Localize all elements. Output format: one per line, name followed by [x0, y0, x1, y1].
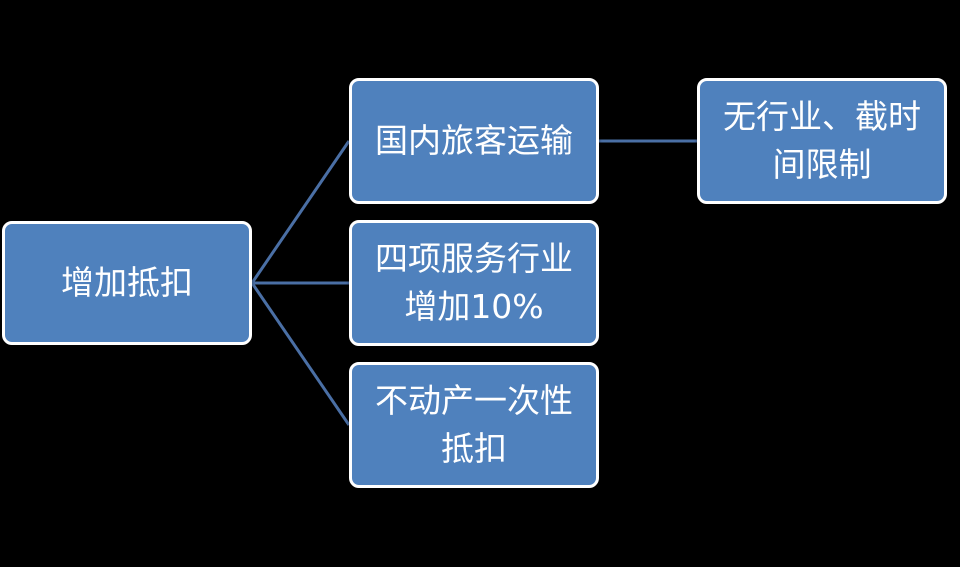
connector-root-to-domestic-transport	[250, 140, 351, 284]
node-four-service-industries-line1: 四项服务行业	[375, 239, 573, 279]
node-no-industry-time-limit-line2: 间限制	[772, 145, 872, 184]
connector-root-to-real-estate	[250, 282, 351, 426]
node-domestic-passenger-transport: 国内旅客运输	[349, 78, 599, 204]
node-no-industry-time-limit: 无行业、截时 间限制	[697, 78, 947, 204]
node-real-estate-one-time: 不动产一次性 抵扣	[349, 362, 599, 488]
node-four-service-industries-line2: 增加10%	[404, 287, 544, 326]
root-node-label: 增加抵扣	[61, 263, 193, 303]
root-node-increase-deduction: 增加抵扣	[2, 221, 252, 345]
node-real-estate-one-time-line1: 不动产一次性	[375, 381, 573, 421]
node-real-estate-one-time-line2: 抵扣	[441, 429, 507, 468]
node-domestic-passenger-transport-label: 国内旅客运输	[375, 121, 573, 161]
node-no-industry-time-limit-line1: 无行业、截时	[723, 97, 921, 137]
node-four-service-industries: 四项服务行业 增加10%	[349, 220, 599, 346]
